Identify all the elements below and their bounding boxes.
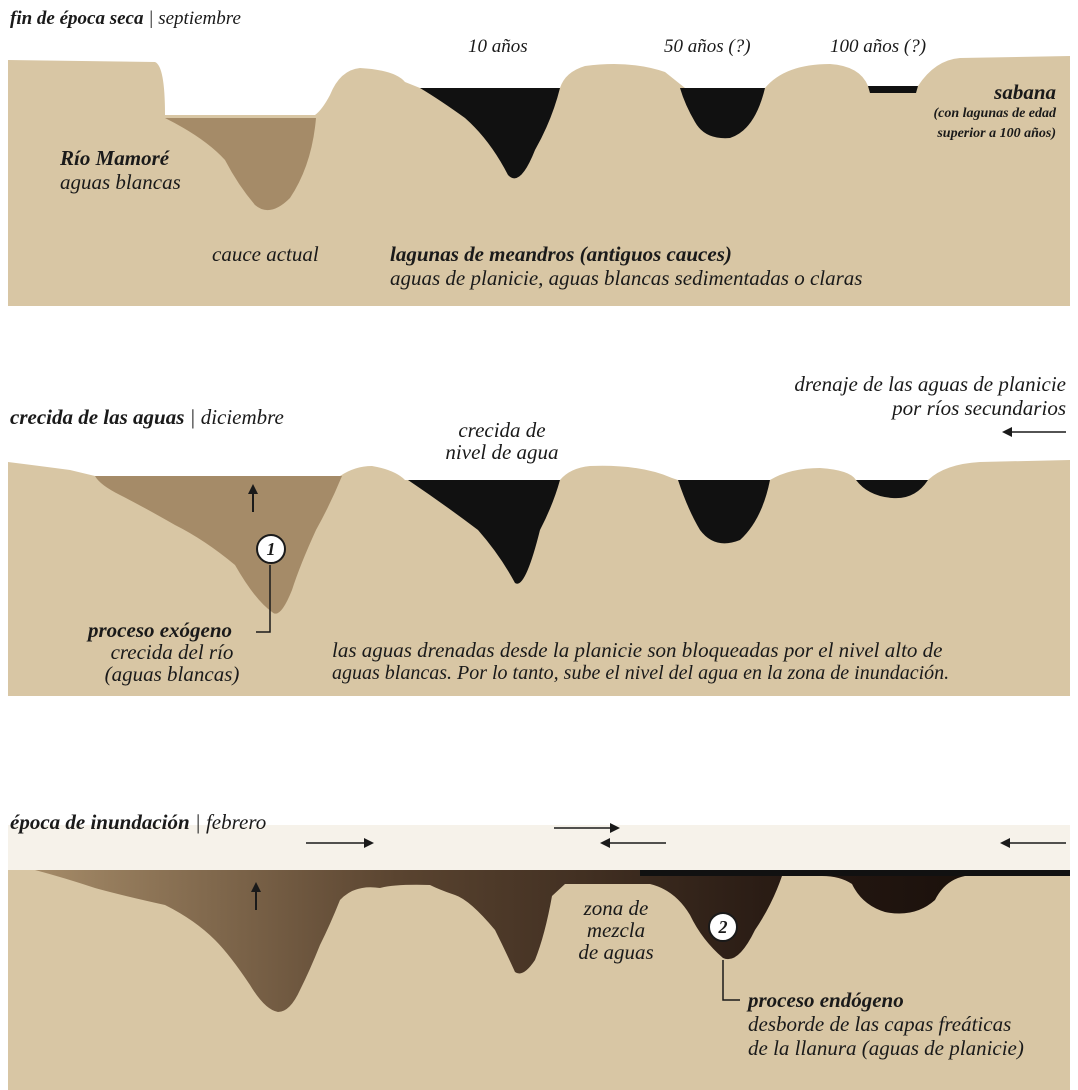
endogenous-process-title: proceso endógeno [748,988,904,1012]
process-marker-2: 2 [708,912,738,942]
age-label-50: 50 años (?) [664,36,751,58]
mixing-zone-2: mezcla [566,918,666,942]
blocked-drainage-2: aguas blancas. Por lo tanto, sube el niv… [332,662,949,685]
current-channel-label: cauce actual [212,242,319,266]
savanna-note-1: (con lagunas de edad [934,106,1057,122]
panel1-title-month: septiembre [158,8,241,29]
savanna-label: sabana [994,80,1056,104]
age-label-100: 100 años (?) [830,36,926,58]
savanna-note-2: superior a 100 años) [937,126,1056,142]
age-label-10: 10 años [468,36,528,58]
blocked-drainage-1: las aguas drenadas desde la planicie son… [332,638,943,662]
water-rise-label-1: crecida de [412,418,592,442]
river-water-type: aguas blancas [60,170,181,194]
mixing-zone-3: de aguas [566,940,666,964]
panel1-title-bold: fin de época seca [10,8,143,29]
panel2-title-month: diciembre [201,405,284,429]
endogenous-process-1: desborde de las capas freáticas [748,1012,1011,1036]
panel3-title-month: febrero [206,810,266,834]
oxbow-lake-100 [868,86,918,93]
panel2-title: crecida de las aguas | diciembre [10,405,284,429]
panel3-title-bold: época de inundación [10,810,190,834]
panel3-title: época de inundación | febrero [10,810,266,834]
plain-water-strip [640,870,1070,876]
drainage-label-2: por ríos secundarios [892,396,1066,420]
process-marker-1: 1 [256,534,286,564]
river-name: Río Mamoré [60,146,169,170]
exogenous-process-title: proceso exógeno [88,618,232,642]
exogenous-process-1: crecida del río [84,640,260,664]
panel2-title-bold: crecida de las aguas [10,405,184,429]
exogenous-process-2: (aguas blancas) [84,662,260,686]
water-rise-label-2: nivel de agua [392,440,612,464]
oxbow-lakes-title: lagunas de meandros (antiguos cauces) [390,242,732,266]
oxbow-lakes-desc: aguas de planicie, aguas blancas sedimen… [390,266,862,290]
mixing-zone-1: zona de [566,896,666,920]
drainage-arrow [1002,427,1066,437]
endogenous-process-2: de la llanura (aguas de planicie) [748,1036,1024,1060]
panel1-title: fin de época seca | septiembre [10,8,241,30]
drainage-label-1: drenaje de las aguas de planicie [794,372,1066,396]
